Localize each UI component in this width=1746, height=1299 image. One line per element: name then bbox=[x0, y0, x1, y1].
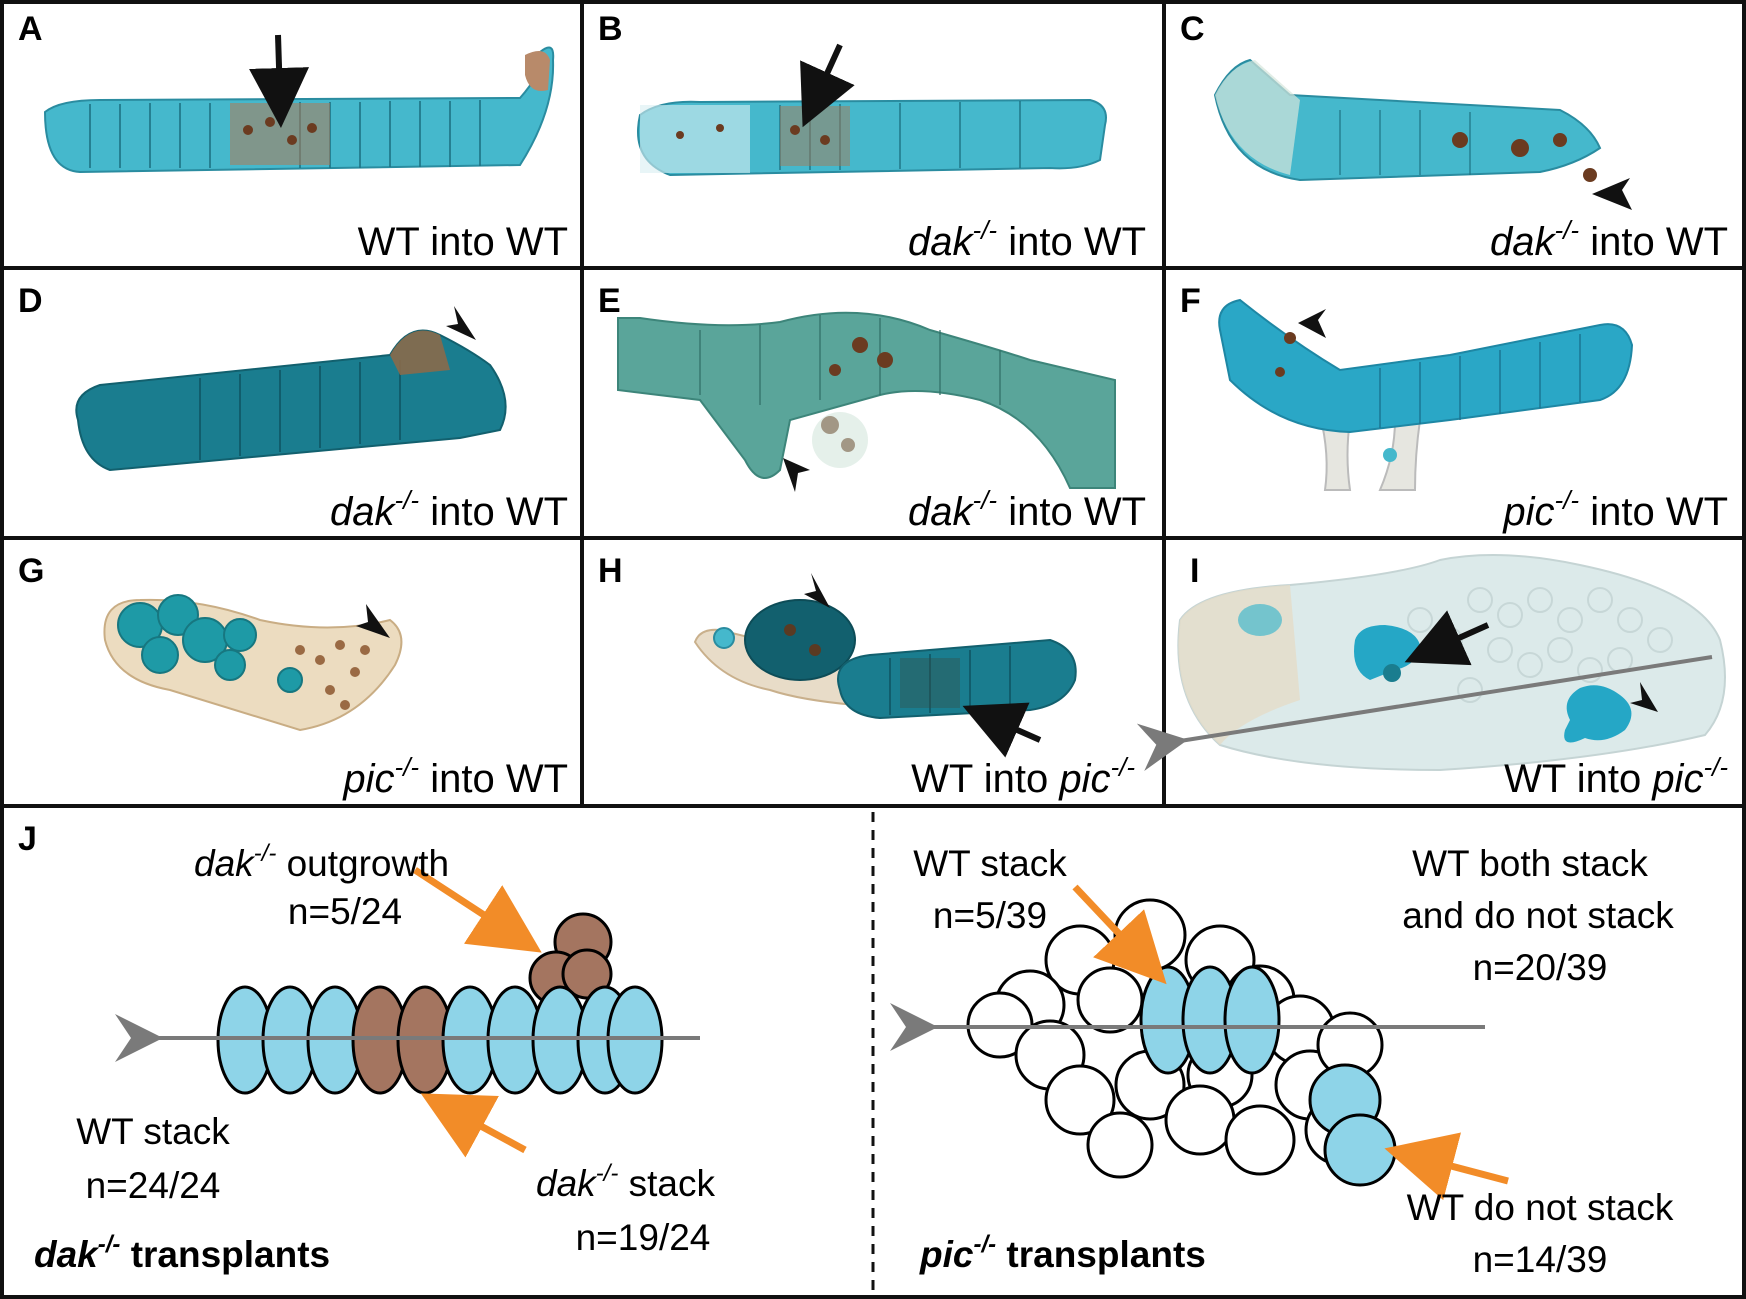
dak-schematic bbox=[115, 867, 700, 1158]
panel-g-micrograph bbox=[103, 594, 403, 732]
wt-stack-label-right: WT stack bbox=[913, 843, 1067, 884]
dak-outgrowth-n: n=5/24 bbox=[288, 891, 402, 932]
dak-stack-pointer bbox=[420, 1093, 527, 1158]
wt-both-line2: and do not stack bbox=[1402, 895, 1674, 936]
wt-stack-pointer bbox=[1072, 884, 1167, 985]
panel-d-micrograph bbox=[75, 306, 507, 472]
panel-caption-e: dak-/- into WT bbox=[908, 485, 1146, 534]
pic-schematic bbox=[890, 884, 1509, 1201]
wt-not-stack-n: n=14/39 bbox=[1473, 1239, 1608, 1280]
panel-label-h: H bbox=[598, 552, 623, 590]
panel-caption-d: dak-/- into WT bbox=[330, 485, 568, 534]
panel-c-micrograph bbox=[1213, 58, 1632, 210]
panel-caption-h: WT into pic-/- bbox=[911, 752, 1135, 801]
panel-caption-g: pic-/- into WT bbox=[342, 752, 568, 801]
panel-e-micrograph bbox=[617, 311, 1116, 492]
panel-i-micrograph bbox=[1136, 554, 1726, 772]
pic-transplants-title: pic-/- transplants bbox=[919, 1231, 1206, 1275]
panel-label-e: E bbox=[598, 282, 621, 320]
panel-a-micrograph bbox=[43, 34, 555, 174]
wt-stack-label-left: WT stack bbox=[76, 1111, 230, 1152]
panel-caption-f: pic-/- into WT bbox=[1502, 485, 1728, 534]
dak-stack-n: n=19/24 bbox=[576, 1217, 711, 1258]
wt-both-line1: WT both stack bbox=[1412, 843, 1648, 884]
panel-h-micrograph bbox=[693, 573, 1077, 758]
panel-caption-c: dak-/- into WT bbox=[1490, 215, 1728, 264]
wt-not-stack-pointer bbox=[1384, 1132, 1509, 1201]
panel-caption-a: WT into WT bbox=[358, 220, 568, 264]
panel-label-b: B bbox=[598, 10, 623, 48]
dak-stack-label: dak-/- stack bbox=[536, 1160, 715, 1204]
dak-outgrowth-label: dak-/- outgrowth bbox=[194, 840, 449, 884]
panel-f-micrograph bbox=[1218, 298, 1634, 491]
wt-stack-n-left: n=24/24 bbox=[86, 1165, 221, 1206]
outgrowth-pointer bbox=[413, 867, 542, 953]
panel-b-micrograph bbox=[637, 43, 1107, 177]
wt-stacked-cell bbox=[1223, 965, 1281, 1075]
panel-label-i: I bbox=[1190, 552, 1199, 590]
panel-label-j: J bbox=[18, 820, 37, 858]
panel-label-a: A bbox=[18, 10, 43, 48]
panel-caption-i: WT into pic-/- bbox=[1504, 752, 1728, 801]
wt-not-stack-label: WT do not stack bbox=[1407, 1187, 1674, 1228]
wt-both-n: n=20/39 bbox=[1473, 947, 1608, 988]
wt-stack-n-right: n=5/39 bbox=[933, 895, 1047, 936]
panel-label-f: F bbox=[1180, 282, 1201, 320]
panel-label-d: D bbox=[18, 282, 43, 320]
panel-caption-b: dak-/- into WT bbox=[908, 215, 1146, 264]
dak-transplants-title: dak-/- transplants bbox=[34, 1231, 330, 1275]
wt-unstacked-cell bbox=[1323, 1113, 1397, 1187]
panel-label-g: G bbox=[18, 552, 44, 590]
panel-label-c: C bbox=[1180, 10, 1205, 48]
